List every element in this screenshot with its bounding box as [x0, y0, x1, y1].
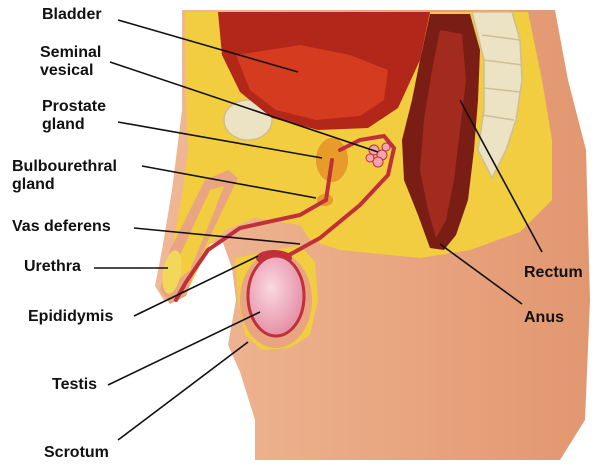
- label-anus: Anus: [524, 309, 564, 327]
- label-seminal-vesical: Seminal vesical: [40, 44, 101, 80]
- leader-scrotum: [118, 342, 248, 440]
- label-scrotum: Scrotum: [44, 444, 109, 462]
- label-bladder: Bladder: [42, 6, 102, 24]
- testis-shape: [248, 256, 304, 336]
- label-vas-deferens: Vas deferens: [12, 218, 111, 236]
- label-bulbourethral-gland: Bulbourethral gland: [12, 158, 117, 194]
- label-testis: Testis: [52, 376, 97, 394]
- label-epididymis: Epididymis: [28, 308, 113, 326]
- label-urethra: Urethra: [24, 258, 81, 276]
- label-prostate-gland: Prostate gland: [42, 98, 106, 134]
- label-rectum: Rectum: [524, 264, 583, 282]
